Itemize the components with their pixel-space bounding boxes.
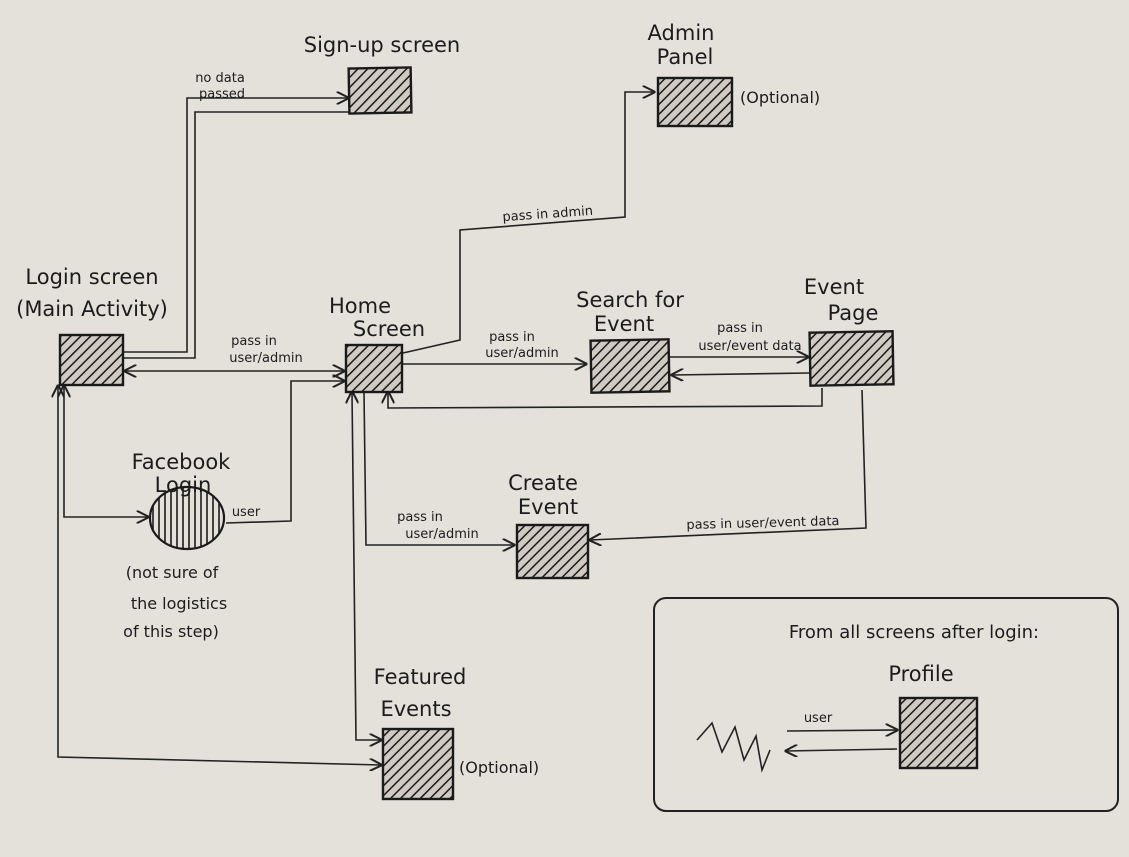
edge-facebook-home xyxy=(225,381,344,524)
edge-profile-screens xyxy=(786,749,898,751)
facebook-note-line2: the logistics xyxy=(131,594,227,613)
admin-panel-label-line1: Admin xyxy=(648,21,715,45)
edge-label-facebook-home: user xyxy=(232,505,261,520)
edge-screens-profile xyxy=(786,730,897,731)
facebook-login-label-line1: Facebook xyxy=(132,450,232,474)
facebook-note-line1: (not sure of xyxy=(126,563,219,582)
facebook-note-line3: of this step) xyxy=(123,622,219,641)
home-screen-label-line1: Home xyxy=(329,294,391,318)
create-event-box xyxy=(515,523,590,580)
edge-label-login-home-1: pass in xyxy=(231,334,277,349)
edge-login-featured xyxy=(58,386,381,765)
screen-nodes xyxy=(58,66,895,801)
profile-panel-heading: From all screens after login: xyxy=(789,622,1039,643)
admin-panel-optional-note: (Optional) xyxy=(740,88,820,107)
admin-panel-label-line2: Panel xyxy=(657,45,714,69)
create-event-label-line1: Create xyxy=(508,471,578,495)
edge-label-search-event-2: user/event data xyxy=(698,339,801,354)
featured-events-optional-note: (Optional) xyxy=(459,758,539,777)
featured-events-label-line2: Events xyxy=(380,697,451,721)
search-event-box xyxy=(589,338,671,394)
edge-event-search xyxy=(672,373,811,375)
edge-label-login-home-2: user/admin xyxy=(229,351,302,366)
edge-home-admin xyxy=(402,92,654,354)
edge-label-event-create: pass in user/event data xyxy=(686,514,839,533)
edge-label-home-search-1: pass in xyxy=(489,330,535,345)
home-screen-box xyxy=(344,343,404,394)
signup-screen-box xyxy=(347,66,413,115)
edge-label-home-admin: pass in admin xyxy=(502,204,593,225)
create-event-label-line2: Event xyxy=(518,495,578,519)
any-screen-zigzag-icon xyxy=(696,721,771,773)
edge-label-login-signup-1: no data xyxy=(195,71,245,86)
edge-label-search-event-1: pass in xyxy=(717,321,763,336)
edge-login-signup-return xyxy=(123,111,352,359)
login-screen-box xyxy=(58,333,125,387)
edge-login-signup xyxy=(123,98,348,353)
featured-events-label-line1: Featured xyxy=(374,665,467,689)
featured-events-box xyxy=(381,727,455,801)
profile-panel-frame xyxy=(653,597,1119,812)
screen-labels: Sign-up screen Admin Panel (Optional) Lo… xyxy=(16,21,878,777)
signup-screen-label: Sign-up screen xyxy=(304,33,461,57)
login-screen-label-line1: Login screen xyxy=(25,265,158,289)
home-screen-label-line2: Screen xyxy=(353,317,425,341)
edge-label-home-create-1: pass in xyxy=(397,510,443,525)
edge-label-home-create-2: user/admin xyxy=(405,527,478,542)
admin-panel-box xyxy=(656,76,734,128)
search-event-label-line1: Search for xyxy=(576,288,684,312)
search-event-label-line2: Event xyxy=(594,312,654,336)
login-screen-label-line2: (Main Activity) xyxy=(16,297,168,321)
event-page-label-line2: Page xyxy=(828,301,879,325)
profile-panel: From all screens after login: Profile us… xyxy=(653,597,1119,812)
profile-box xyxy=(898,696,979,770)
edge-label-profile-user: user xyxy=(804,711,833,726)
connectors xyxy=(58,92,867,765)
edge-label-home-search-2: user/admin xyxy=(485,346,558,361)
facebook-login-label-line2: Login xyxy=(155,473,212,497)
edge-event-home xyxy=(388,388,823,409)
facebook-login-node xyxy=(148,485,226,551)
edge-labels: no data passed pass in admin pass in use… xyxy=(195,71,839,542)
event-page-label-line1: Event xyxy=(804,275,864,299)
profile-label: Profile xyxy=(888,662,953,686)
edge-label-login-signup-2: passed xyxy=(199,87,245,102)
edge-event-create xyxy=(590,389,867,540)
event-page-box xyxy=(808,330,895,387)
